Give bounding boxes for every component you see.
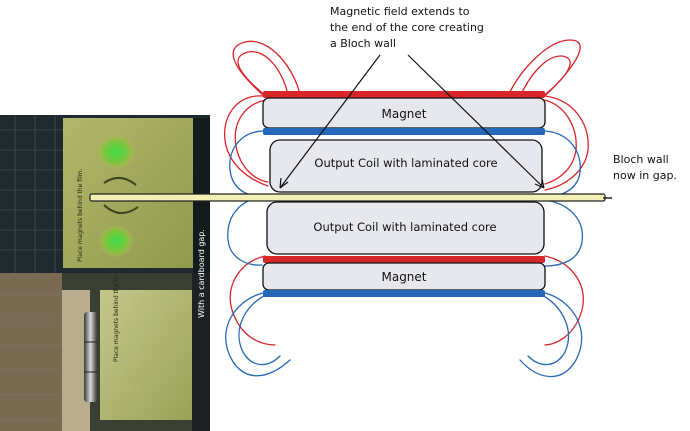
bloch-wall-line-upper — [103, 177, 137, 186]
bloch-wall-gap-bar — [89, 193, 606, 202]
top-note-line-1: Magnetic field extends to — [330, 5, 470, 18]
red-field-line-bottom-right — [544, 255, 584, 346]
red-field-line-bottom-left — [229, 255, 276, 346]
red-field-line-tr-1 — [507, 39, 581, 97]
red-field-line-right-2 — [544, 99, 577, 185]
red-field-line-tr-2 — [519, 55, 571, 98]
magnetic-viewing-film-bottom — [100, 290, 192, 420]
right-note-line-1: Bloch wall — [613, 153, 669, 166]
bloch-wall-line-lower — [103, 204, 139, 214]
green-pole-spot-bottom — [98, 224, 134, 258]
caption-strip — [192, 273, 210, 431]
arrow-icon — [534, 178, 545, 189]
magnet-bottom-north-strip — [263, 256, 545, 263]
right-note-line-2: now in gap. — [613, 169, 677, 182]
field-lines — [224, 39, 589, 378]
blue-field-line-right-2 — [544, 199, 584, 267]
magnet-top-south-strip — [263, 128, 545, 135]
blue-field-line-right-1 — [544, 130, 581, 199]
magnet-top-label: Magnet — [381, 107, 426, 121]
red-field-line-tl-2 — [237, 51, 289, 97]
wood-surface — [0, 273, 62, 431]
film-instruction-label-bottom: Place magnets behind the film. — [113, 268, 120, 362]
magnet-stack — [84, 312, 97, 402]
photo-panel: Place magnets behind the film. Place mag… — [0, 115, 210, 431]
red-field-line-tl-1 — [232, 40, 301, 96]
magnet-top-north-strip — [263, 91, 545, 98]
photo-caption: With a cardboard gap. — [197, 229, 206, 318]
coil-bottom — [266, 201, 545, 255]
magnet-bottom-label: Magnet — [381, 270, 426, 284]
film-instruction-label: Place magnets behind the film. — [77, 168, 84, 262]
top-note-line-3: a Bloch wall — [330, 37, 396, 50]
coil-top-label: Output Coil with laminated core — [314, 156, 497, 170]
arrow-icon — [279, 177, 289, 189]
coil-bottom-label: Output Coil with laminated core — [313, 220, 496, 234]
magnet-bottom-south-strip — [263, 290, 545, 297]
arrow-icon — [279, 54, 381, 189]
arrow-icon — [407, 54, 545, 189]
blue-field-line-br-2 — [527, 294, 570, 366]
red-field-line-left-1 — [224, 95, 269, 187]
mat-grid-bottom — [0, 294, 62, 421]
top-annotation: Magnetic field extends to the end of the… — [330, 5, 484, 50]
top-note-line-2: the end of the core creating — [330, 21, 484, 34]
red-field-line-right-1 — [544, 95, 589, 191]
annotation-arrows — [279, 54, 545, 189]
blue-field-line-left-2 — [227, 196, 264, 266]
right-annotation: Bloch wall now in gap. — [613, 153, 677, 182]
coil-top — [269, 139, 543, 193]
green-pole-spot-top — [96, 134, 136, 170]
blue-field-line-bl-1 — [225, 292, 291, 377]
blue-field-line-br-1 — [519, 292, 583, 378]
blue-field-line-bl-2 — [238, 294, 281, 366]
